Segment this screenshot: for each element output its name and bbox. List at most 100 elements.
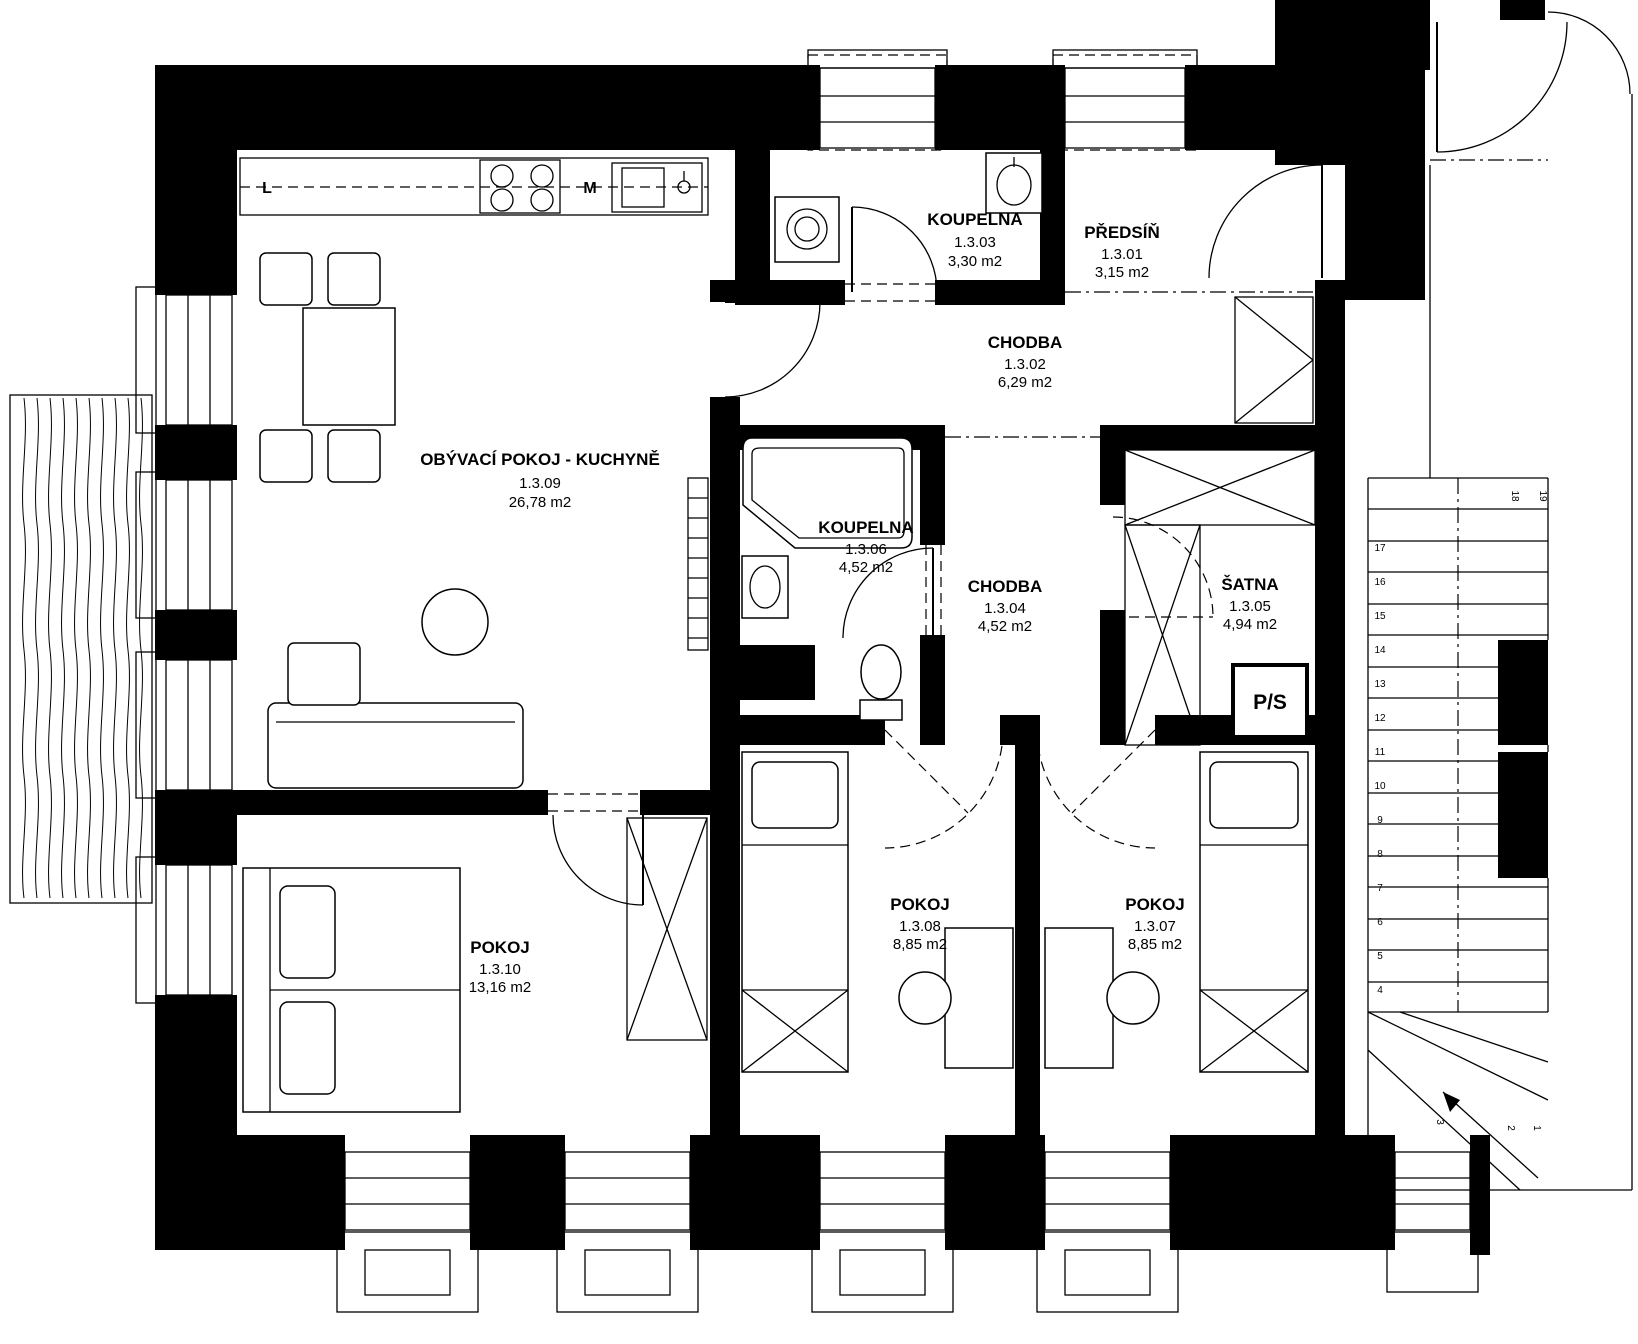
room-name: POKOJ xyxy=(470,938,530,957)
wardrobe-room-1310 xyxy=(626,817,708,1041)
stair-step-number: 2 xyxy=(1505,1125,1516,1131)
kitchen-label-l: L xyxy=(262,180,272,197)
window-top-hall xyxy=(1052,49,1198,151)
stair-step-number: 8 xyxy=(1377,849,1383,860)
room-number: 1.3.05 xyxy=(1229,598,1271,615)
room-label-obyvaci-pokoj-1309: OBÝVACÍ POKOJ - KUCHYNĚ 1.3.09 26,78 m2 xyxy=(420,450,660,511)
room-name: KOUPELNA xyxy=(927,210,1022,229)
stair-step-number: 4 xyxy=(1377,985,1383,996)
room-name: POKOJ xyxy=(890,895,950,914)
door-bathroom-106 xyxy=(842,545,942,639)
room-name: CHODBA xyxy=(988,333,1063,352)
room-area: 4,52 m2 xyxy=(839,559,893,576)
window-left-4 xyxy=(135,856,233,1004)
window-bottom-4 xyxy=(1036,1151,1179,1313)
room-label-pokoj-1310: POKOJ 1.3.10 13,16 m2 xyxy=(469,938,532,996)
door-living-corridor xyxy=(724,301,821,398)
room-area: 4,94 m2 xyxy=(1223,616,1277,633)
bathtub xyxy=(742,437,913,549)
kitchen-counter: L M xyxy=(239,157,709,216)
walls xyxy=(155,0,1548,1255)
radiator xyxy=(687,477,709,651)
room-number: 1.3.08 xyxy=(899,918,941,935)
stair-step-number: 11 xyxy=(1375,747,1386,758)
stair-step-number: 5 xyxy=(1377,951,1383,962)
room-name: PŘEDSÍŇ xyxy=(1084,223,1160,242)
stair-step-number: 13 xyxy=(1374,679,1386,690)
room-number: 1.3.07 xyxy=(1134,918,1176,935)
window-bottom-2 xyxy=(556,1151,699,1313)
door-room-1308 xyxy=(884,729,1004,849)
door-room-1307 xyxy=(1036,729,1156,849)
stove xyxy=(479,159,561,214)
closet-satna-left xyxy=(1124,524,1201,746)
staircase: 17 16 15 14 13 12 11 10 9 8 7 6 5 4 18 1… xyxy=(1367,94,1633,1191)
shaft-box: P/S xyxy=(1231,663,1309,739)
room-label-chodba-1304: CHODBA 1.3.04 4,52 m2 xyxy=(968,577,1043,635)
door-room-1310 xyxy=(548,793,644,906)
sofa xyxy=(267,642,524,789)
room-label-pokoj-1308: POKOJ 1.3.08 8,85 m2 xyxy=(890,895,950,953)
room-number: 1.3.09 xyxy=(519,475,561,492)
washing-machine xyxy=(774,196,840,263)
desk-room-1308 xyxy=(898,927,1014,1069)
room-label-koupelna-1306: KOUPELNA 1.3.06 4,52 m2 xyxy=(818,518,913,576)
room-number: 1.3.06 xyxy=(845,541,887,558)
stair-step-number: 6 xyxy=(1377,917,1383,928)
room-area: 6,29 m2 xyxy=(998,374,1052,391)
window-left-2 xyxy=(135,471,233,619)
stair-step-number: 14 xyxy=(1374,645,1386,656)
room-area: 8,85 m2 xyxy=(1128,936,1182,953)
stair-step-number: 1 xyxy=(1531,1125,1542,1131)
room-label-chodba-1302: CHODBA 1.3.02 6,29 m2 xyxy=(988,333,1063,391)
door-bathroom-103 xyxy=(845,206,938,302)
room-name: ŠATNA xyxy=(1221,575,1278,594)
closet-satna-top xyxy=(1124,449,1316,526)
room-area: 3,30 m2 xyxy=(948,253,1002,270)
stair-step-number: 9 xyxy=(1377,815,1383,826)
window-left-3 xyxy=(135,651,233,799)
window-left-1 xyxy=(135,286,233,434)
stair-step-number: 12 xyxy=(1374,713,1386,724)
coffee-table xyxy=(421,588,489,656)
room-name: CHODBA xyxy=(968,577,1043,596)
room-name: POKOJ xyxy=(1125,895,1185,914)
room-name: KOUPELNA xyxy=(818,518,913,537)
room-label-koupelna-1303: KOUPELNA 1.3.03 3,30 m2 xyxy=(927,210,1022,270)
stair-step-number: 16 xyxy=(1374,577,1386,588)
bed-room-1307 xyxy=(1199,751,1309,1073)
window-bottom-3 xyxy=(811,1151,954,1313)
stair-step-number: 10 xyxy=(1374,781,1386,792)
room-area: 4,52 m2 xyxy=(978,618,1032,635)
stair-step-number: 19 xyxy=(1537,490,1548,502)
kitchen-label-m: M xyxy=(583,180,596,197)
kitchen-sink xyxy=(611,162,703,213)
room-area: 13,16 m2 xyxy=(469,979,532,996)
bathroom103-sink xyxy=(985,152,1043,214)
dining-set xyxy=(259,252,396,483)
room-number: 1.3.01 xyxy=(1101,246,1143,263)
stair-direction-arrow xyxy=(1443,1092,1460,1112)
shaft-label: P/S xyxy=(1253,691,1287,714)
doors xyxy=(548,11,1631,906)
room-label-predsin-1301: PŘEDSÍŇ 1.3.01 3,15 m2 xyxy=(1084,223,1160,281)
room-label-satna-1305: ŠATNA 1.3.05 4,94 m2 xyxy=(1221,575,1278,633)
room-number: 1.3.10 xyxy=(479,961,521,978)
window-bottom-5 xyxy=(1386,1151,1479,1293)
window-bottom-1 xyxy=(336,1151,479,1313)
window-top-bathroom xyxy=(807,49,948,151)
bed-room-1308 xyxy=(741,751,849,1073)
desk-room-1307 xyxy=(1044,927,1160,1069)
stair-step-number: 3 xyxy=(1434,1119,1445,1125)
room-area: 26,78 m2 xyxy=(509,494,572,511)
stair-step-number: 18 xyxy=(1509,490,1520,502)
door-building-entrance xyxy=(1430,11,1631,161)
door-entrance-apartment xyxy=(1208,164,1323,279)
stair-step-number: 7 xyxy=(1377,883,1383,894)
room-number: 1.3.04 xyxy=(984,600,1026,617)
terrace-decking xyxy=(9,394,153,904)
stair-step-number: 15 xyxy=(1374,611,1386,622)
bathroom106-sink xyxy=(741,555,789,619)
room-number: 1.3.03 xyxy=(954,234,996,251)
